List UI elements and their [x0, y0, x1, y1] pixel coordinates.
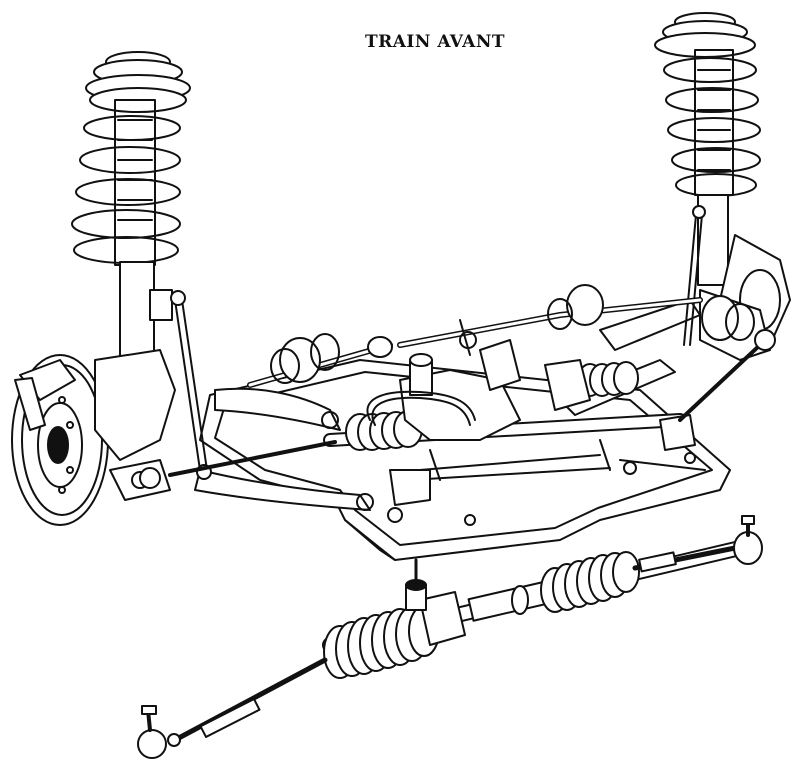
left-drop-link	[170, 290, 212, 480]
driveshaft-left	[247, 333, 393, 388]
right-drop-link	[683, 205, 706, 346]
lower-arm-left	[194, 387, 374, 511]
detached-steering-rack	[137, 515, 763, 759]
driveshaft-right	[397, 284, 755, 348]
diagram-title: TRAIN AVANT	[364, 32, 506, 52]
left-brake-disc	[11, 354, 109, 526]
left-knuckle	[94, 349, 176, 501]
right-strut	[654, 12, 761, 286]
left-strut	[71, 51, 191, 358]
mounted-steering-rack	[323, 319, 696, 506]
mounted-tie-rods	[139, 329, 776, 489]
